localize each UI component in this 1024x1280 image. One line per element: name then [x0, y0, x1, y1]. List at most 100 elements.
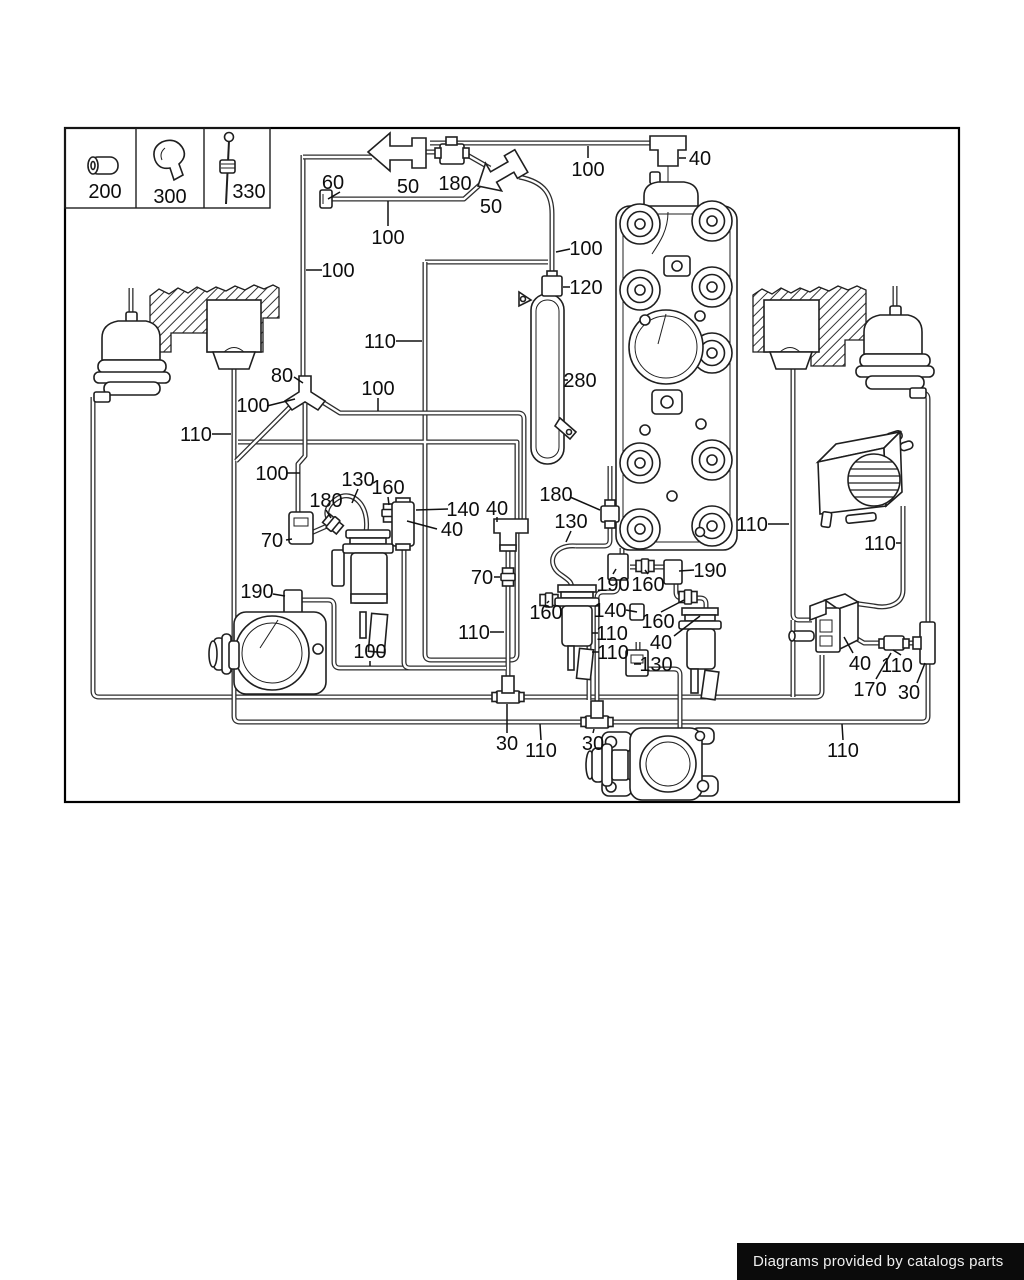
callout-label: 100 [353, 641, 386, 663]
left-engine-mount [206, 299, 262, 370]
callout-leader [565, 530, 572, 543]
y-splitter-80 [283, 375, 327, 412]
tee-connector-30-center [580, 700, 614, 729]
clip-icon [153, 139, 186, 182]
elbow-fitting-140 [391, 497, 415, 551]
callout-leader [644, 569, 649, 575]
legend-box [64, 127, 271, 209]
callout-label: 190 [693, 560, 726, 582]
inline-fitting-170 [878, 635, 910, 651]
callout-label: 110 [597, 642, 629, 664]
callout-leader [327, 191, 341, 200]
solenoid-valve-center [554, 584, 600, 681]
callout-label: 50 [397, 176, 419, 198]
legend-label-330: 330 [232, 181, 265, 203]
callout-label: 40 [650, 632, 672, 654]
right-vacuum-actuator [855, 305, 935, 399]
callout-leader [660, 599, 685, 613]
callout-label: 40 [689, 148, 711, 170]
callout-label: 110 [736, 514, 768, 536]
callout-label: 30 [582, 733, 604, 755]
callout-label: 190 [240, 581, 273, 603]
callout-label: 110 [180, 424, 212, 446]
callout-leader [612, 568, 617, 575]
plug-cap-icon [87, 156, 119, 175]
y-connector-50-right [476, 148, 529, 192]
callout-label: 100 [255, 463, 288, 485]
callout-leader [892, 649, 902, 656]
cable-tie-icon [219, 131, 236, 205]
callout-leader [916, 662, 926, 684]
right-equipment-box [815, 429, 914, 529]
callout-leader [285, 538, 293, 541]
callout-label: 110 [881, 655, 913, 677]
callout-leader [266, 398, 296, 407]
callout-leader [546, 600, 550, 604]
callout-label: 30 [496, 733, 518, 755]
callout-label: 70 [261, 530, 283, 552]
callout-leader [272, 593, 286, 597]
fitting-120 [541, 270, 563, 297]
callout-leader [415, 508, 449, 511]
callout-label: 80 [271, 365, 293, 387]
callout-label: 160 [529, 602, 562, 624]
callout-label: 70 [471, 567, 493, 589]
callout-label: 60 [322, 172, 344, 194]
throttle-body [585, 727, 719, 801]
legend-label-300: 300 [153, 186, 186, 208]
cam-ports [619, 200, 733, 550]
callout-label: 110 [364, 331, 396, 353]
callout-label: 100 [569, 238, 602, 260]
callout-label: 110 [864, 533, 896, 555]
legend: 200 300 330 [87, 131, 266, 208]
callout-label: 170 [853, 679, 886, 701]
callout-label: 40 [849, 653, 871, 675]
callout-leader [875, 652, 892, 680]
solenoid-valve-right-center [678, 607, 722, 701]
elbow-fitting-190-b [663, 559, 683, 585]
callout-leader [325, 509, 332, 519]
fitting-70-inline [500, 567, 516, 587]
callout-label: 110 [525, 740, 557, 762]
callout-leader [841, 723, 844, 741]
callout-label: 160 [631, 574, 664, 596]
callout-leader [625, 609, 638, 613]
callout-label: 100 [236, 395, 269, 417]
valve-cover [615, 135, 738, 551]
callout-label: 180 [438, 173, 471, 195]
callout-leader [843, 636, 854, 654]
callout-label: 50 [480, 196, 502, 218]
callout-leader [673, 615, 701, 637]
check-valve-180-center [600, 499, 620, 529]
legend-label-200: 200 [88, 181, 121, 203]
callout-label: 180 [309, 490, 342, 512]
callout-label: 180 [539, 484, 572, 506]
check-valve-180-top [434, 136, 470, 165]
callout-leader [351, 488, 359, 504]
elbow-fitting-70-left [288, 511, 314, 545]
switchover-valve-right [788, 593, 860, 653]
solenoid-valve-left [331, 529, 394, 654]
callout-label: 40 [441, 519, 463, 541]
callout-label: 280 [563, 370, 596, 392]
callout-label: 30 [898, 682, 920, 704]
callout-label: 110 [596, 623, 628, 645]
vacuum-reservoir-280 [518, 290, 578, 465]
callout-label: 110 [458, 622, 490, 644]
callout-leader [539, 723, 542, 741]
callout-label: 100 [361, 378, 394, 400]
pump-190 [208, 589, 327, 695]
callout-label: 110 [827, 740, 859, 762]
elbow-fitting-130 [625, 649, 649, 677]
elbow-fitting-40-top [649, 135, 687, 167]
callout-label: 100 [371, 227, 404, 249]
tee-connector-right-30 [912, 621, 936, 665]
callout-label: 190 [596, 574, 629, 596]
callout-label: 160 [641, 611, 674, 633]
y-connector-50-left [366, 131, 427, 173]
callout-label: 100 [321, 260, 354, 282]
grille-lines [848, 461, 900, 498]
tee-connector-30-left [491, 675, 525, 704]
